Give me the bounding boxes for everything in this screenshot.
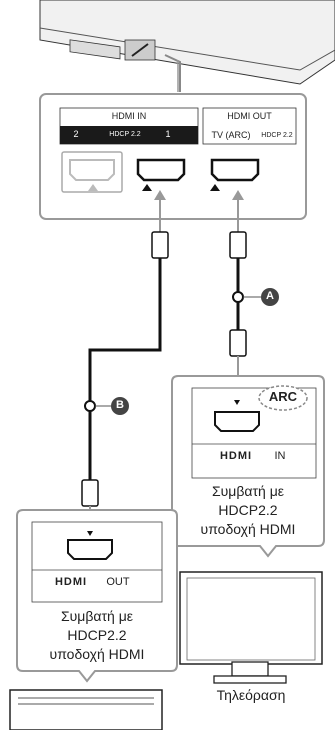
tv-hdmi-box — [171, 375, 325, 558]
cable-b — [81, 190, 169, 530]
hdmi-out-title: HDMI OUT — [227, 111, 272, 121]
tv-illustration — [179, 571, 323, 684]
cable-a — [229, 190, 279, 394]
port-2-label: 2 — [73, 129, 79, 139]
player-hdmi-logo: HDMI — [54, 576, 88, 588]
tv-caption-line-3: υποδοχή HDMI — [200, 521, 296, 537]
tv-hdmi-in-label: IN — [274, 450, 286, 462]
cable-b-badge — [111, 397, 129, 415]
player-caption-line-2: HDCP2.2 — [67, 627, 127, 643]
player-illustration — [9, 689, 163, 730]
player-hdmi-out-label: OUT — [106, 576, 130, 588]
tv-caption-line-2: HDCP2.2 — [218, 502, 278, 518]
hdmi-in-title: HDMI IN — [111, 111, 147, 121]
player-hdmi-out-port-icon — [67, 539, 113, 560]
arc-label: ARC — [268, 389, 298, 404]
tv-hdmi-in-port-icon — [214, 411, 260, 432]
hdmi-in-1-port — [136, 158, 186, 191]
soundbar — [39, 0, 335, 92]
tv-caption-line-1: Συμβατή με — [211, 483, 285, 499]
arc-highlight — [258, 385, 308, 411]
cable-b-letter: B — [116, 399, 124, 411]
cable-a-letter: A — [266, 290, 274, 302]
player-caption-line-1: Συμβατή με — [60, 608, 134, 624]
player-hdmi-box — [16, 509, 178, 683]
player-caption-line-3: υποδοχή HDMI — [49, 646, 145, 662]
tv-arc-label: TV (ARC) — [211, 130, 251, 140]
tv-caption: Τηλεόραση — [216, 687, 286, 703]
cable-a-ferrite — [232, 291, 244, 303]
tv-hdmi-logo: HDMI — [219, 450, 253, 462]
port-1-label: 1 — [165, 129, 171, 139]
hdmi-out-arc-port — [210, 158, 260, 191]
hdmi-in-2-port — [61, 151, 123, 193]
hdcp-in-label: HDCP 2.2 — [109, 131, 141, 138]
cable-a-badge — [261, 288, 279, 306]
cable-b-ferrite — [84, 400, 96, 412]
hdcp-out-label: HDCP 2.2 — [261, 132, 293, 139]
